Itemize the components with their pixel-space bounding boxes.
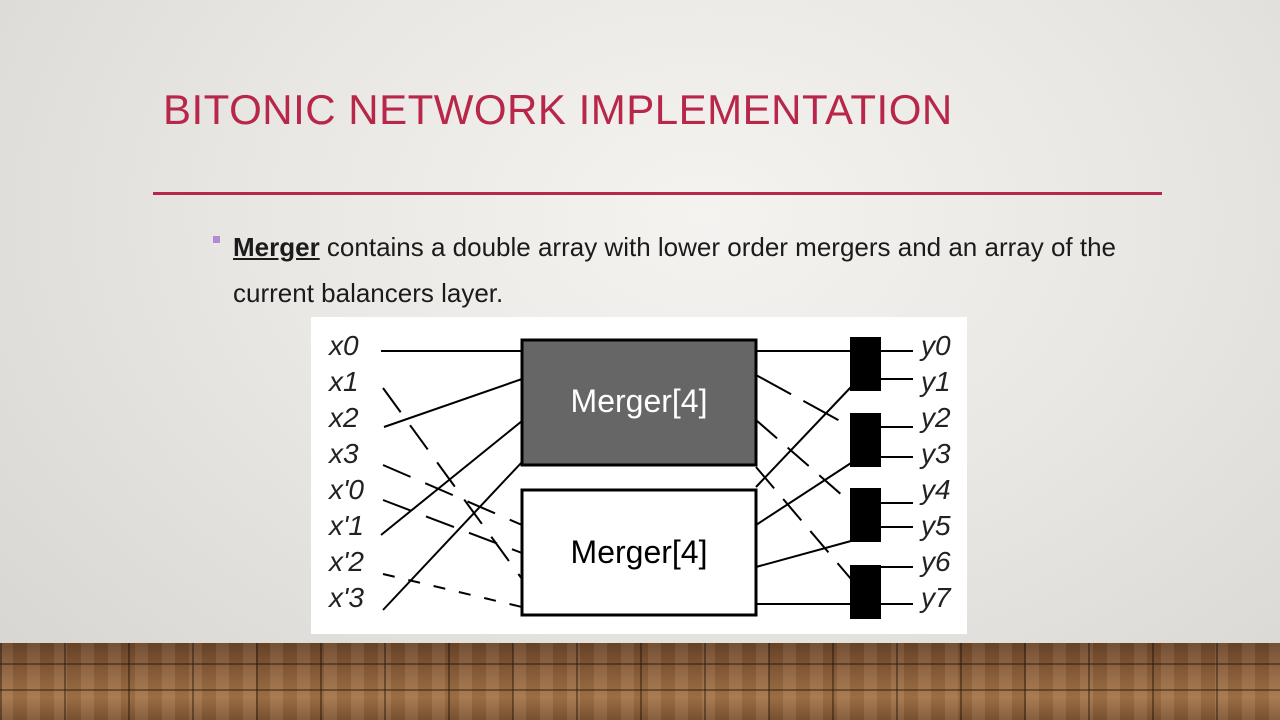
output-label: y3 — [919, 438, 951, 469]
input-label: x'2 — [327, 546, 364, 577]
output-label: y7 — [919, 582, 952, 613]
title-divider — [153, 192, 1162, 195]
wire-x3 — [382, 464, 523, 526]
wire-out-5 — [755, 462, 852, 526]
wire-x1 — [382, 387, 523, 580]
balancer-3 — [850, 565, 881, 619]
wires — [380, 350, 913, 611]
wire-out-4 — [755, 386, 852, 488]
wire-x'0 — [382, 499, 523, 554]
input-label: x'3 — [327, 582, 364, 613]
wire-x'1 — [380, 420, 523, 536]
input-label: x0 — [327, 330, 359, 361]
bullet-term: Merger — [233, 232, 320, 262]
top-merger-box — [520, 338, 758, 467]
merger-diagram-svg: Merger[4] Merger[4] x0 x1 x2 x3 x'0 x'1 … — [327, 330, 952, 619]
wire-x2 — [383, 378, 523, 428]
balancer-1 — [850, 413, 881, 467]
input-label: x2 — [327, 402, 359, 433]
output-label: y0 — [919, 330, 951, 361]
input-labels: x0 x1 x2 x3 x'0 x'1 x'2 x'3 — [327, 330, 364, 613]
wire-out-1 — [755, 374, 852, 428]
slide-title: BITONIC NETWORK IMPLEMENTATION — [163, 86, 953, 133]
output-labels: y0 y1 y2 y3 y4 y5 y6 y7 — [919, 330, 952, 613]
wire-out-2 — [755, 419, 852, 504]
wire-out-6 — [755, 540, 852, 568]
merger-diagram: Merger[4] Merger[4] x0 x1 x2 x3 x'0 x'1 … — [311, 317, 967, 634]
input-label: x'0 — [327, 474, 364, 505]
bottom-merger-label: Merger[4] — [571, 534, 708, 570]
balancer-2 — [850, 488, 881, 542]
bullet-description: contains a double array with lower order… — [233, 232, 1117, 308]
bullet-square-icon — [213, 236, 220, 243]
wire-x'3 — [382, 461, 523, 611]
bullet-text: Merger contains a double array with lowe… — [233, 224, 1133, 316]
output-label: y6 — [919, 546, 951, 577]
wire-out-3 — [755, 466, 852, 580]
balancer-0 — [850, 337, 881, 391]
wire-x'2 — [382, 573, 523, 608]
output-label: y1 — [919, 366, 951, 397]
output-label: y5 — [919, 510, 951, 541]
input-label: x'1 — [327, 510, 364, 541]
input-label: x1 — [327, 366, 359, 397]
output-label: y4 — [919, 474, 951, 505]
top-merger-label: Merger[4] — [571, 383, 708, 419]
wood-floor — [0, 643, 1280, 720]
input-label: x3 — [327, 438, 359, 469]
output-label: y2 — [919, 402, 951, 433]
bottom-merger-box — [520, 488, 758, 617]
